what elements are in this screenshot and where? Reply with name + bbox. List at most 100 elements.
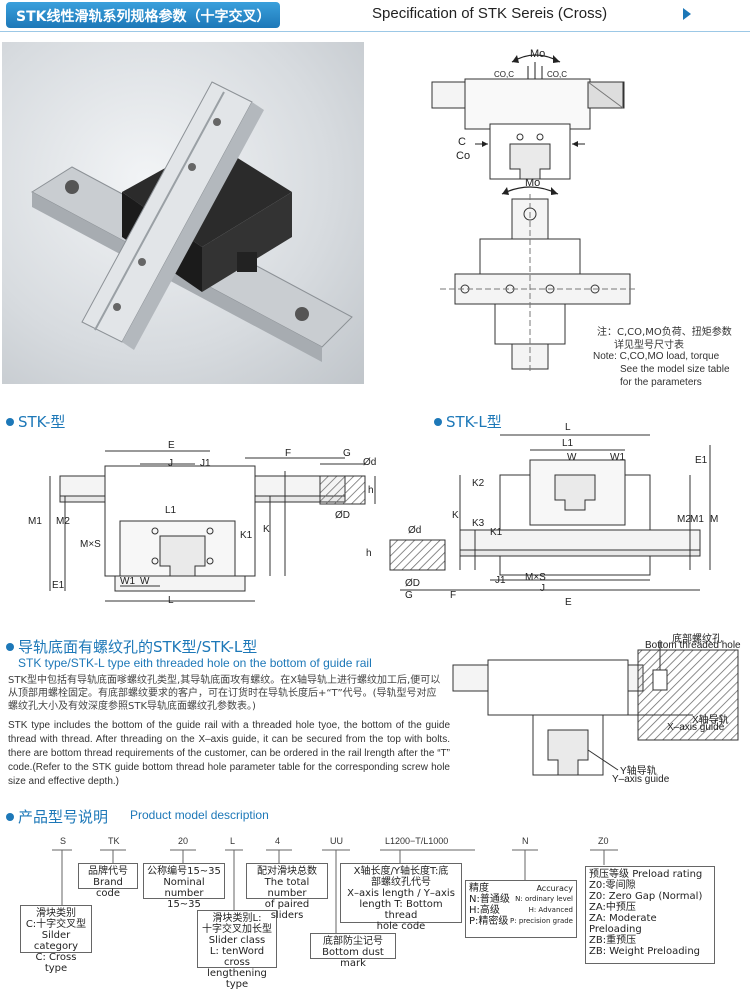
box-line: 滑块类别 (36, 908, 76, 919)
box-line: 配对滑块总数 (257, 866, 317, 877)
preload-line: ZA: Moderate Preloading (589, 913, 657, 935)
note-cn-2: 详见型号尺寸表 (614, 340, 684, 351)
box-line: hole code (376, 921, 426, 932)
threaded-rail-drawing (452, 640, 739, 776)
box-line: C: Cross type (35, 952, 77, 974)
box-line: lengthening type (207, 968, 267, 990)
box-paired-sliders: 配对滑块总数 The total number of paired slider… (246, 863, 328, 921)
dim-label: Ød (408, 525, 422, 536)
dim-label: K (263, 524, 270, 535)
header-title-cn: STK线性滑轨系列规格参数（十字交叉） (6, 2, 281, 28)
dim-label: G (405, 590, 413, 601)
dim-label: W1 (120, 576, 135, 587)
coc-label-left: CO,C (494, 70, 514, 79)
dim-label: h (368, 485, 374, 496)
code-tk: TK (108, 836, 120, 846)
dim-label: M×S (525, 572, 546, 583)
label-bottom-hole-en: Bottom threaded hole (645, 640, 741, 651)
threaded-description-cn: STK型中包括有导轨底面嗲螺纹孔类型,其导轨底面攻有螺纹。在X轴导轨上进行螺纹加… (8, 675, 441, 712)
play-arrow-icon (683, 8, 691, 20)
code-length: L1200−T/L1000 (385, 836, 449, 846)
section-bullet-icon (6, 643, 14, 651)
dim-label: K1 (490, 527, 503, 538)
dim-label: K1 (240, 530, 253, 541)
note-cn-1: 注：C,CO,MO负荷、扭矩参数 (597, 327, 732, 338)
stk-drawing (49, 450, 376, 602)
co-label: Co (456, 150, 471, 162)
mo-label-top: Mo (530, 48, 546, 60)
section-subtitle-threaded: STK type/STK-L type eith threaded hole o… (18, 656, 372, 670)
code-s: S (60, 836, 67, 846)
box-line: of paired sliders (264, 899, 310, 921)
accuracy-line: H:高级 (469, 905, 500, 916)
mo-label-bottom: Mo (525, 177, 541, 189)
dim-label: F (450, 590, 457, 601)
box-line: 底部防尘记号 (323, 936, 383, 947)
dim-label: J (540, 583, 545, 594)
section-title-threaded: 导轨底面有螺纹孔的STK型/STK-L型 (18, 638, 258, 656)
box-line: Nominal number (163, 877, 205, 899)
box-length: X轴长度/Y轴长度T:底 部螺纹孔代号 X–axis length / Y–ax… (340, 863, 462, 932)
box-line: 品牌代号 (88, 866, 128, 877)
box-line: Silder category (33, 930, 79, 952)
dim-label: W1 (610, 452, 625, 463)
dim-label: L1 (165, 505, 177, 516)
box-line: The total number (264, 877, 310, 899)
accuracy-line: N:普通级 (469, 894, 510, 905)
note-en-1: Note: C,CO,MO load, torque (593, 351, 720, 362)
section-title-stk-l: STK-L型 (446, 413, 502, 431)
dim-label: h (366, 548, 372, 559)
dim-label: L (168, 595, 174, 606)
preload-line: ZB: Weight Preloading (589, 946, 701, 957)
preload-title-en: Preload rating (632, 869, 703, 880)
preload-line: Z0: Zero Gap (Normal) (589, 891, 703, 902)
model-connectors (52, 849, 618, 933)
box-line: 滑块类别L: (212, 913, 262, 924)
preload-line: ZA:中预压 (589, 902, 636, 913)
dim-label: Ød (363, 457, 377, 468)
threaded-description-en: STK type includes the bottom of the guid… (8, 720, 450, 787)
label-y-guide-cn: Y轴导轨 (620, 766, 657, 777)
box-line: Slider class (208, 935, 266, 946)
box-line: L: tenWord cross (209, 946, 265, 968)
dim-label: E1 (52, 580, 65, 591)
y-rail-render (81, 81, 264, 350)
box-line: X轴长度/Y轴长度T:底 (353, 866, 449, 877)
code-uu: UU (330, 836, 343, 846)
label-x-guide-cn: X轴导轨 (692, 715, 729, 726)
section-bullet-icon (6, 813, 14, 821)
dim-label: F (285, 448, 292, 459)
section-bullet-icon (434, 418, 442, 426)
label-x-guide-en: X–axis guide (667, 722, 725, 733)
dim-label: ØD (335, 510, 350, 521)
section-bullet-icon (6, 418, 14, 426)
section-title-stk: STK-型 (18, 413, 66, 431)
accuracy-line: P:精密级 (469, 916, 509, 927)
box-line: Brand code (93, 877, 123, 899)
note-en-3: for the parameters (620, 377, 702, 388)
coc-label-right: CO,C (547, 70, 567, 79)
dim-label: M×S (80, 539, 101, 550)
box-line: X–axis length / Y–axis (347, 888, 455, 899)
label-y-guide-en: Y–axis guide (612, 774, 670, 785)
preload-line: Z0:零间隙 (589, 880, 636, 891)
box-line: 公称编号15~35 (147, 866, 221, 877)
dim-label: K2 (472, 478, 485, 489)
code-n: N (522, 836, 529, 846)
accuracy-line: H: Advanced (528, 906, 573, 914)
note-en-2: See the model size table (620, 364, 730, 375)
box-slider-class: 滑块类别L: 十字交叉加长型 Slider class L: tenWord c… (197, 910, 277, 990)
box-line: length T: Bottom thread (359, 899, 443, 921)
code-4: 4 (275, 836, 281, 846)
box-bottom-dust: 底部防尘记号 Bottom dust mark (310, 933, 396, 969)
stk-l-drawing (389, 434, 711, 591)
preload-line: ZB:重预压 (589, 935, 637, 946)
accuracy-title-cn: 精度 (469, 883, 489, 894)
box-line: 15~35 (167, 899, 201, 910)
code-20: 20 (178, 836, 189, 846)
box-line: 部螺纹孔代号 (371, 877, 431, 888)
dim-label: M2 (56, 516, 70, 527)
dim-label: J1 (495, 575, 506, 586)
section-subtitle-model: Product model description (130, 808, 269, 822)
